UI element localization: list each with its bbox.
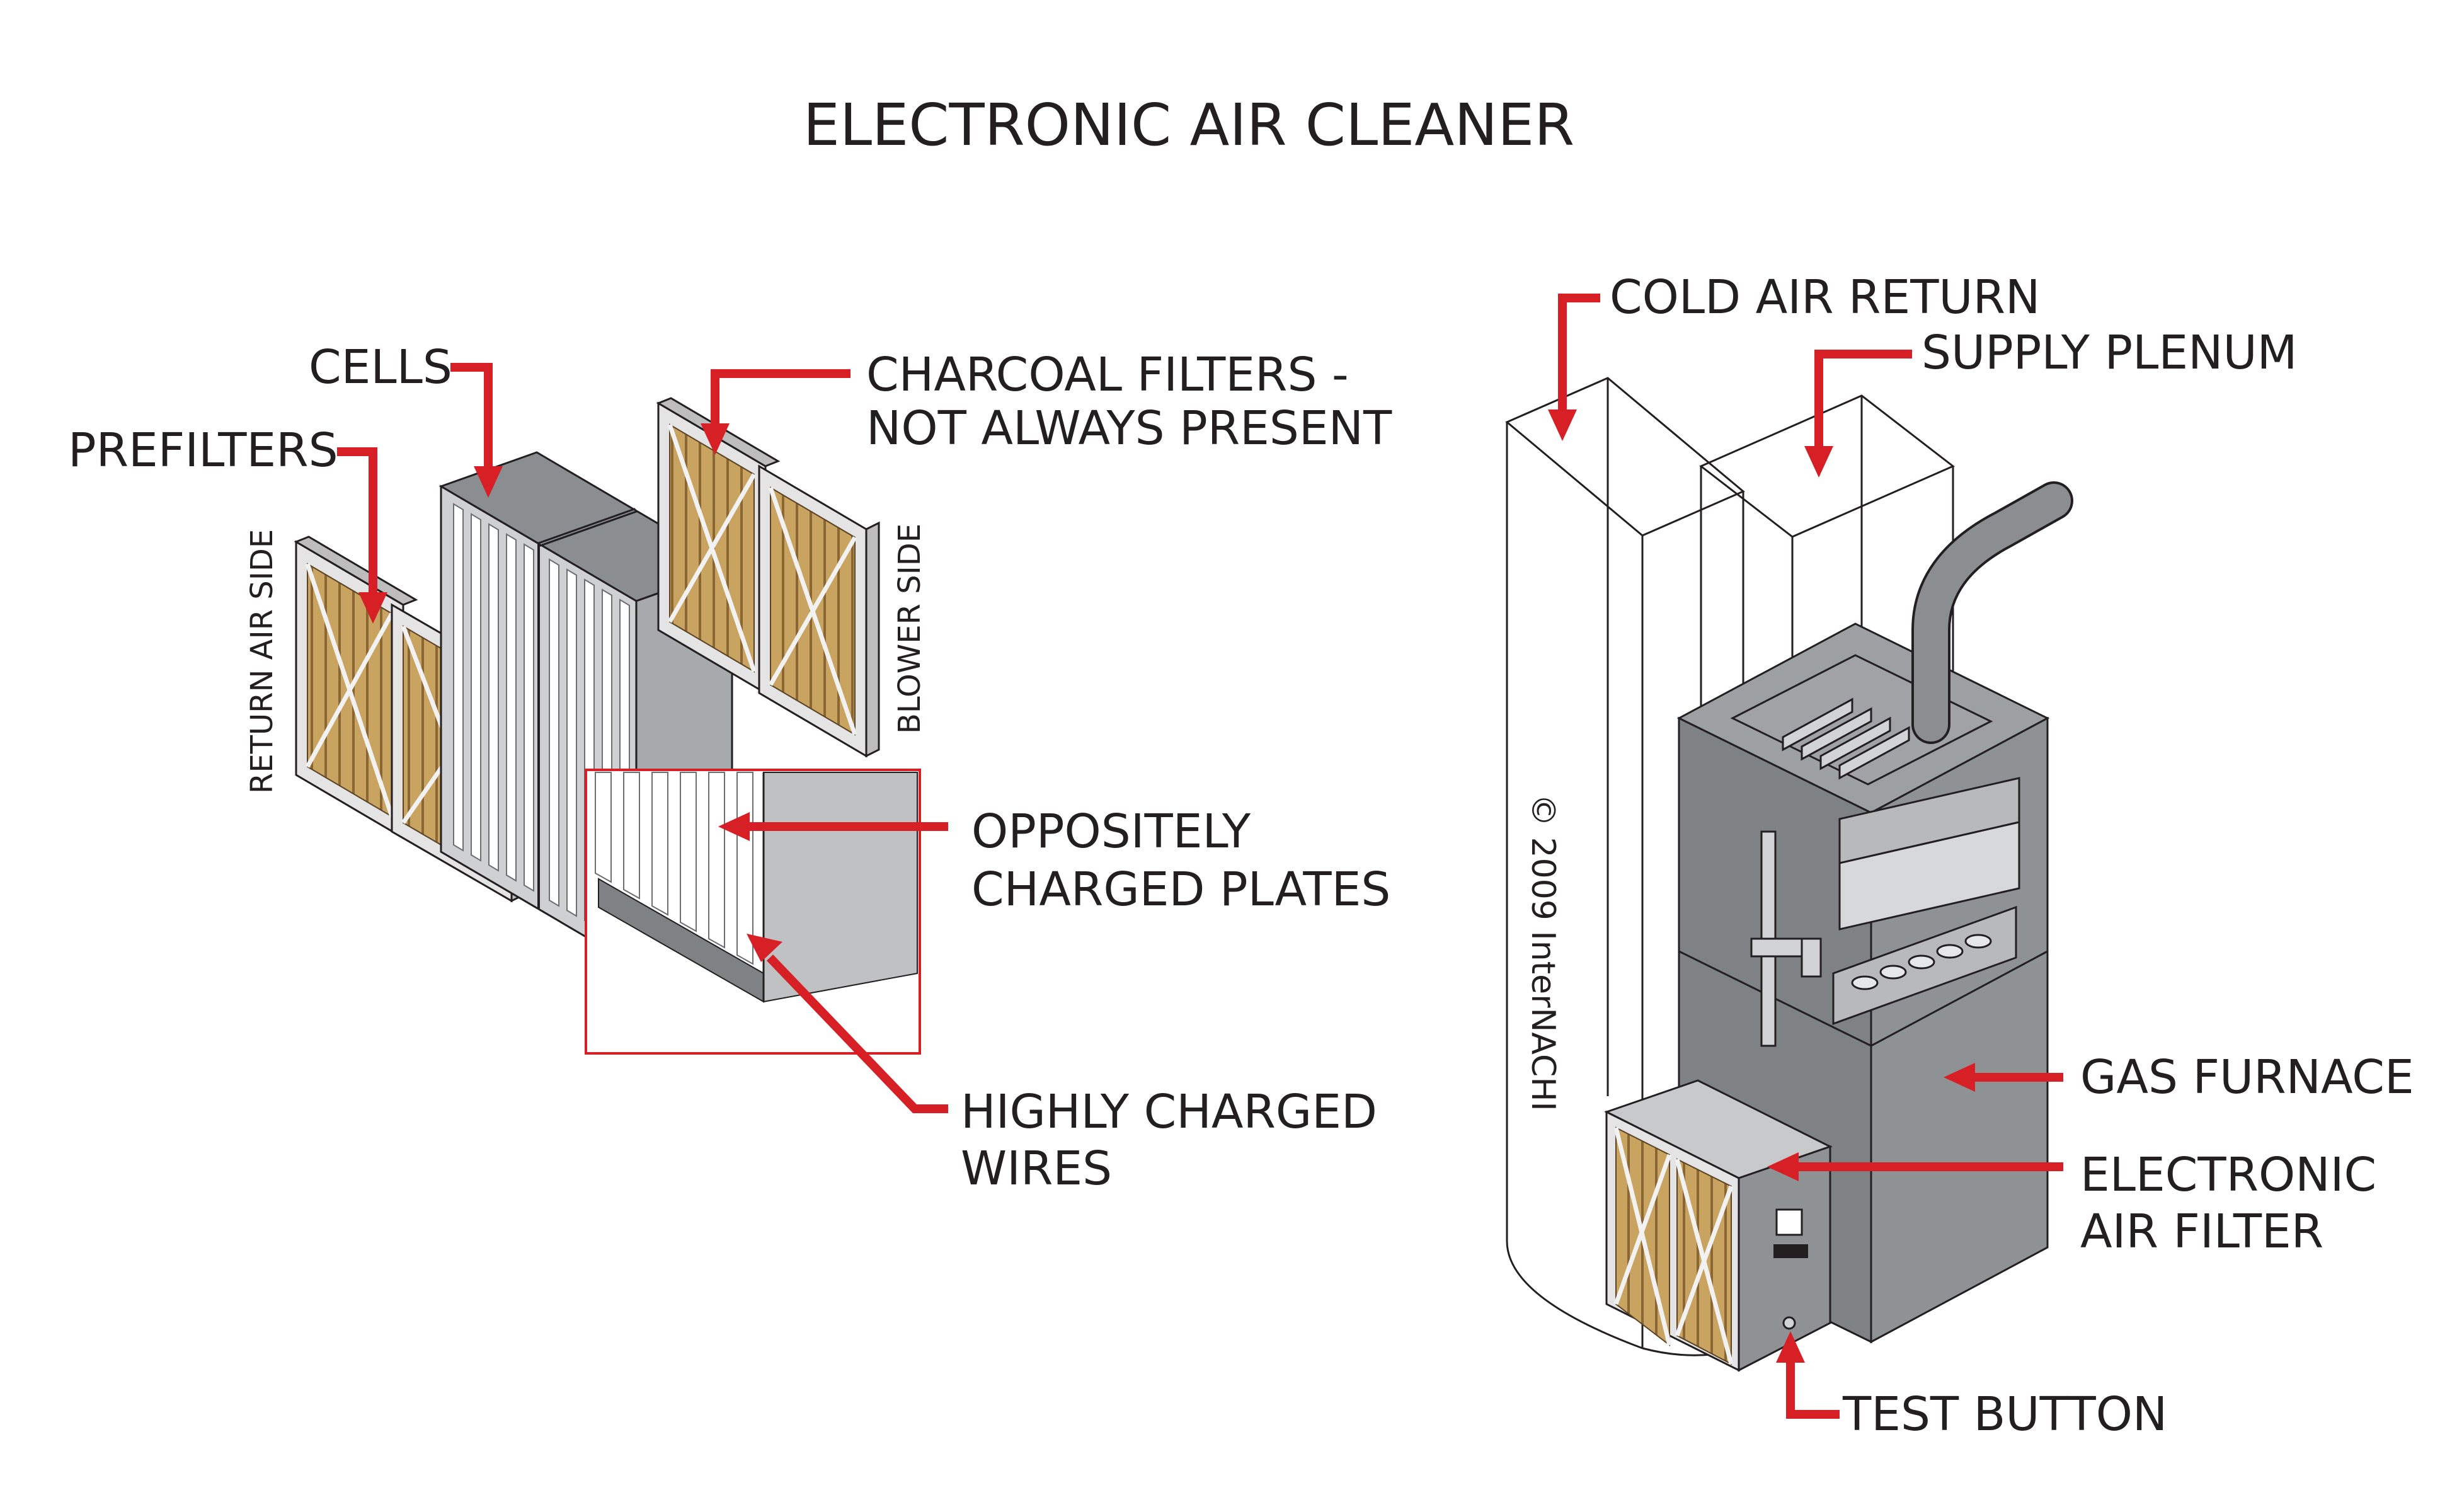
electronic-air-filter-unit: [1604, 1079, 1833, 1372]
charged-wires-label-line2: WIRES: [961, 1142, 1112, 1196]
charged-plates-label-line1: OPPOSITELY: [971, 805, 1251, 859]
cells-arrow: [450, 363, 503, 498]
charged-wires-label-line1: HIGHLY CHARGED: [961, 1085, 1377, 1139]
charged-plates-label-line2: CHARGED PLATES: [971, 862, 1390, 917]
electronic-air-filter-arrow: [1767, 1152, 2063, 1181]
charcoal-filter-panels: [656, 397, 880, 758]
right-assembly: © 2009 InterNACHI COLD AIR RETURN SUPPLY…: [1505, 270, 2414, 1441]
electronic-air-filter-label-line1: ELECTRONIC: [2080, 1148, 2376, 1202]
return-air-side-label: RETURN AIR SIDE: [244, 529, 280, 794]
test-button-icon[interactable]: [1782, 1316, 1796, 1330]
gas-furnace-arrow: [1944, 1063, 2063, 1092]
test-button-arrow: [1776, 1331, 1840, 1419]
charged-plates-arrow: [718, 812, 948, 841]
charcoal-filters-label-line1: CHARCOAL FILTERS -: [866, 348, 1349, 402]
copyright-notice: © 2009 InterNACHI: [1524, 794, 1562, 1111]
gas-furnace-label: GAS FURNACE: [2080, 1050, 2414, 1104]
left-assembly: RETURN AIR SIDE BLOWER SIDE CELLS PREFIL…: [68, 340, 1392, 1196]
charcoal-filters-arrow: [701, 369, 850, 455]
test-button-label: TEST BUTTON: [1842, 1387, 2167, 1441]
diagram-title: ELECTRONIC AIR CLEANER: [803, 91, 1574, 159]
prefilters-label: PREFILTERS: [68, 423, 338, 478]
charged-wires-arrow: [747, 934, 948, 1113]
supply-plenum-arrow: [1804, 350, 1912, 478]
cold-air-return-label: COLD AIR RETURN: [1610, 270, 2040, 324]
blower-side-label: BLOWER SIDE: [892, 524, 927, 734]
supply-plenum-label: SUPPLY PLENUM: [1922, 326, 2297, 380]
cold-air-return-arrow: [1548, 294, 1600, 441]
electronic-air-filter-label-line2: AIR FILTER: [2080, 1205, 2323, 1259]
charcoal-filters-label-line2: NOT ALWAYS PRESENT: [866, 401, 1392, 455]
cells-label: CELLS: [309, 340, 452, 394]
prefilters-arrow: [337, 447, 387, 624]
plates-detail-callout: [585, 769, 921, 1055]
